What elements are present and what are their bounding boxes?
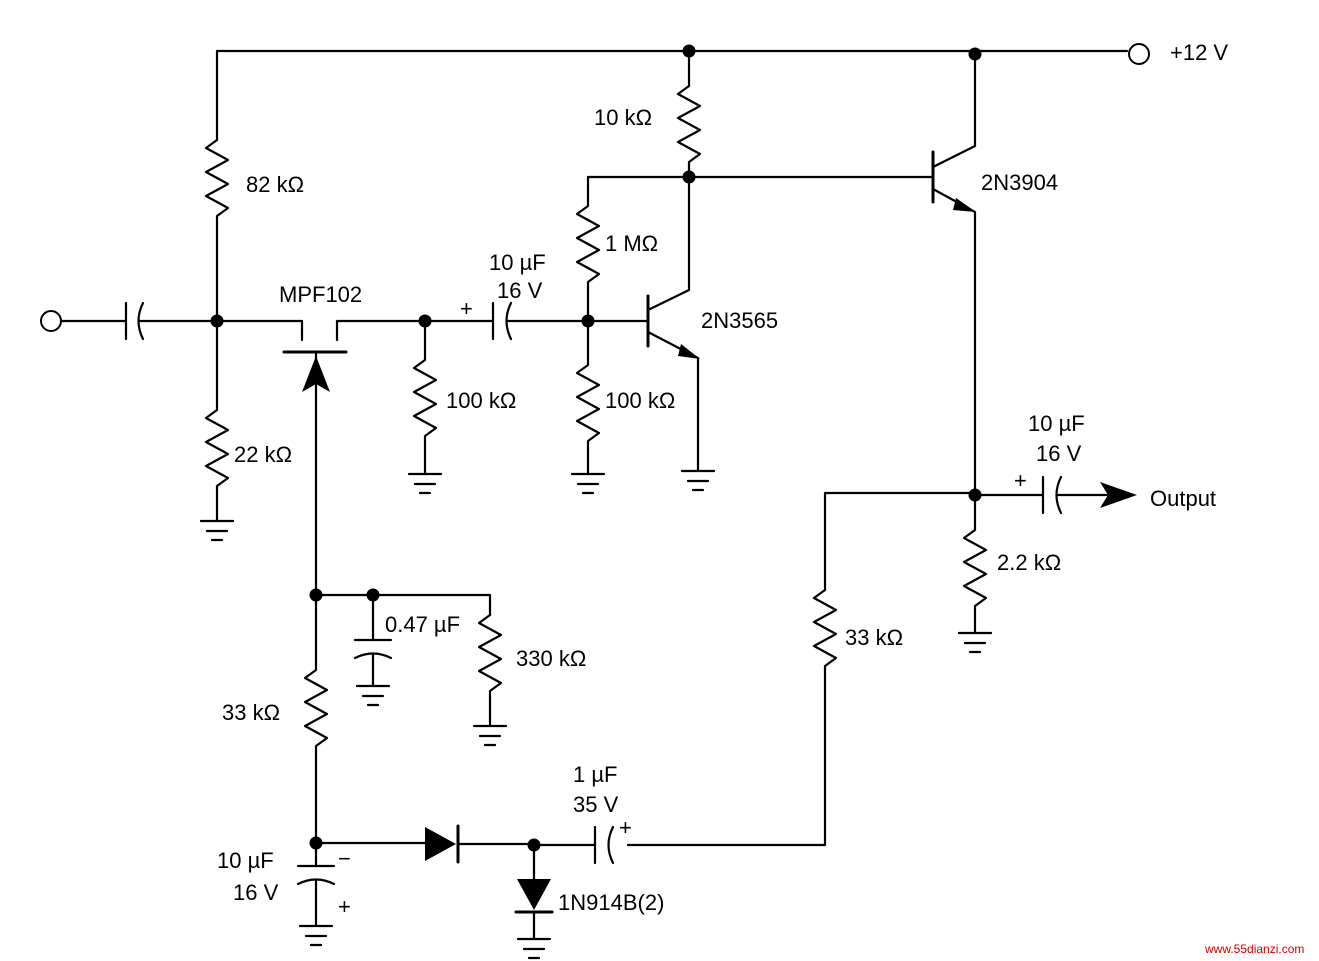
capacitor-10uf-coupling	[423, 301, 595, 341]
label-2k2: 2.2 kΩ	[997, 550, 1061, 575]
label-10uf-bottom-minus: −	[338, 846, 351, 871]
output-arrow-icon	[1100, 482, 1137, 508]
label-output: Output	[1150, 486, 1216, 511]
resistor-1m	[575, 175, 691, 323]
label-output-cap-value: 10 µF	[1028, 411, 1085, 436]
resistor-100k-drain	[407, 319, 443, 495]
resistor-100k-base	[570, 319, 606, 495]
label-mpf102: MPF102	[279, 282, 362, 307]
resistor-22k	[204, 319, 230, 522]
label-33k-right: 33 kΩ	[845, 625, 903, 650]
capacitor-10uf-bottom	[296, 841, 336, 947]
diode-series	[314, 824, 541, 864]
label-output-cap-plus: +	[1014, 468, 1027, 493]
label-10uf-bottom-voltage: 16 V	[233, 880, 279, 905]
resistor-33k-left	[303, 588, 329, 850]
watermark: www.55dianzi.com	[1204, 942, 1304, 956]
resistor-10k	[676, 49, 702, 184]
resistor-2k2	[957, 493, 993, 654]
supply-terminal[interactable]	[1128, 43, 1150, 65]
label-diodes: 1N914B(2)	[558, 890, 664, 915]
label-coupling-cap-voltage: 16 V	[497, 278, 543, 303]
label-coupling-cap-value: 10 µF	[489, 250, 546, 275]
resistor-82k	[204, 49, 230, 323]
label-1uf-plus: +	[619, 815, 632, 840]
resistor-330k	[472, 613, 508, 747]
output-network	[968, 475, 1137, 515]
label-10uf-bottom-plus: +	[338, 894, 351, 919]
label-22k: 22 kΩ	[234, 442, 292, 467]
label-2n3904: 2N3904	[981, 170, 1058, 195]
label-82k: 82 kΩ	[246, 172, 304, 197]
supply-label: +12 V	[1170, 40, 1228, 65]
label-1uf-value: 1 µF	[573, 762, 617, 787]
label-2n3565: 2N3565	[701, 308, 778, 333]
label-1m: 1 MΩ	[605, 231, 658, 256]
capacitor-047uf	[314, 588, 492, 707]
supply-rail	[215, 43, 1150, 65]
transistor-2n3565	[586, 175, 716, 492]
label-10uf-bottom-value: 10 µF	[217, 848, 274, 873]
resistor-33k-right	[626, 491, 977, 847]
label-output-cap-voltage: 16 V	[1036, 441, 1082, 466]
input-network	[40, 301, 224, 341]
label-100k-base: 100 kΩ	[605, 388, 675, 413]
label-1uf-voltage: 35 V	[573, 792, 619, 817]
label-330k: 330 kΩ	[516, 646, 586, 671]
label-047uf: 0.47 µF	[385, 612, 460, 637]
capacitor-1uf	[532, 825, 615, 865]
label-coupling-cap-plus: +	[460, 296, 473, 321]
ground-22k	[199, 519, 235, 542]
label-10k: 10 kΩ	[594, 105, 652, 130]
label-33k-left: 33 kΩ	[222, 700, 280, 725]
transistor-2n3904	[687, 52, 977, 497]
diode-shunt	[514, 843, 554, 960]
label-100k-drain: 100 kΩ	[446, 388, 516, 413]
input-terminal[interactable]	[40, 310, 62, 332]
